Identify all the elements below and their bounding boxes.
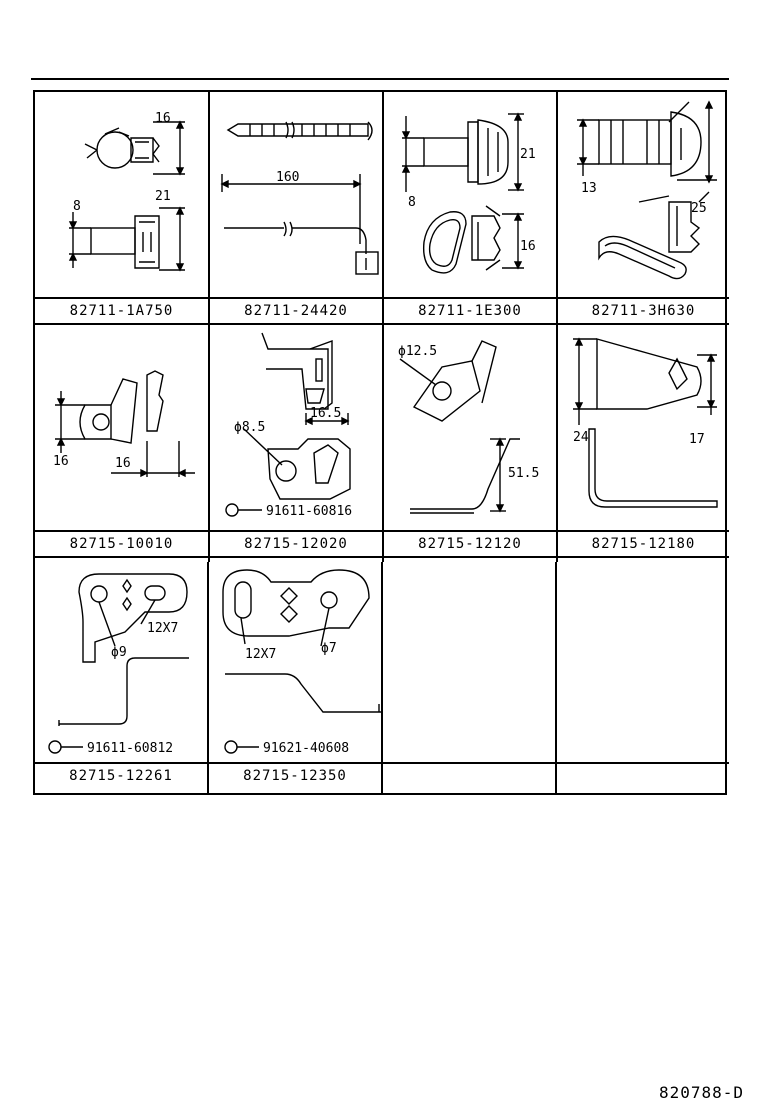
dim-height: 24 <box>573 430 589 445</box>
part-cell-82711-1A750[interactable]: 16 21 8 82711-1A750 <box>35 92 210 329</box>
cable-tie-drawing: 160 <box>220 121 379 275</box>
dim-slot: 12X7 <box>147 621 178 636</box>
part-cell-82711-24420[interactable]: 160 82711-24420 <box>210 92 384 329</box>
dim-height: 16 <box>520 239 536 254</box>
part-number: 82715-12350 <box>209 762 381 790</box>
dim-width: 8 <box>73 199 81 214</box>
dim-height: 51.5 <box>508 466 539 481</box>
dim-width: 16 <box>115 456 131 471</box>
dim-height: 21 <box>520 147 536 162</box>
part-cell-82715-12120[interactable]: ϕ12.5 51.5 82715-12120 <box>384 329 558 562</box>
clip-drawing: 21 8 16 <box>401 112 536 274</box>
part-cell-82711-3H630[interactable]: 13 25 82711-3H630 <box>558 92 729 329</box>
bracket-drawing: ϕ8.5 16.5 91611-60816 <box>225 332 352 519</box>
dim-hole: ϕ9 <box>111 645 127 660</box>
dim-hole: ϕ12.5 <box>398 344 437 359</box>
bracket-drawing: ϕ12.5 51.5 <box>398 340 539 514</box>
part-cell-82715-12350[interactable]: 12X7 ϕ7 91621-40608 82715-12350 <box>209 562 383 793</box>
part-number: 82711-3H630 <box>558 297 729 325</box>
bolt-number: 91611-60812 <box>87 741 173 756</box>
part-cell-82711-1E300[interactable]: 21 8 16 82711-1E300 <box>384 92 558 329</box>
bracket-drawing: 24 17 <box>573 337 718 508</box>
dim-slot: 12X7 <box>245 647 276 662</box>
part-number: 82715-12120 <box>384 530 556 558</box>
dim-height: 13 <box>581 181 597 196</box>
dim-width: 16.5 <box>310 406 341 421</box>
dim-height: 21 <box>155 189 171 204</box>
part-cell-82715-12180[interactable]: 24 17 82715-12180 <box>558 329 729 562</box>
part-cell-82715-12261[interactable]: ϕ9 12X7 91611-60812 82715-12261 <box>35 562 209 793</box>
dim-width: 8 <box>408 195 416 210</box>
part-number: 82711-24420 <box>210 297 382 325</box>
dim-height: 17 <box>689 432 705 447</box>
bracket-drawing: 16 16 <box>53 370 195 478</box>
part-number: 82715-12020 <box>210 530 382 558</box>
part-number: 82715-12180 <box>558 530 729 558</box>
part-number: 82711-1E300 <box>384 297 556 325</box>
header-rule <box>31 78 729 80</box>
dim-hole: ϕ7 <box>321 641 337 656</box>
dim-hole: ϕ8.5 <box>234 420 265 435</box>
dim-length: 160 <box>276 170 299 185</box>
part-number <box>557 762 729 790</box>
part-cell-82715-12020[interactable]: ϕ8.5 16.5 91611-60816 82715-12020 <box>210 329 384 562</box>
clip-drawing: 16 21 8 <box>68 111 185 272</box>
dim-height: 16 <box>53 454 69 469</box>
parts-grid: 16 21 8 82711-1A750 <box>33 90 729 795</box>
bolt-number: 91611-60816 <box>266 504 352 519</box>
clip-drawing: 13 25 <box>577 100 717 280</box>
dim-height: 16 <box>155 111 171 126</box>
part-cell-empty <box>383 562 557 793</box>
part-cell-empty <box>557 562 729 793</box>
bolt-number: 91621-40608 <box>263 741 349 756</box>
part-cell-82715-10010[interactable]: 16 16 82715-10010 <box>35 329 210 562</box>
part-number: 82711-1A750 <box>35 297 208 325</box>
bracket-drawing: 12X7 ϕ7 91621-40608 <box>222 569 381 756</box>
diagram-id: 820788-D <box>658 1083 744 1102</box>
part-number: 82715-12261 <box>35 762 207 790</box>
part-number: 82715-10010 <box>35 530 208 558</box>
bracket-drawing: ϕ9 12X7 91611-60812 <box>48 573 189 756</box>
part-number <box>383 762 555 790</box>
dim-height: 25 <box>691 201 707 216</box>
